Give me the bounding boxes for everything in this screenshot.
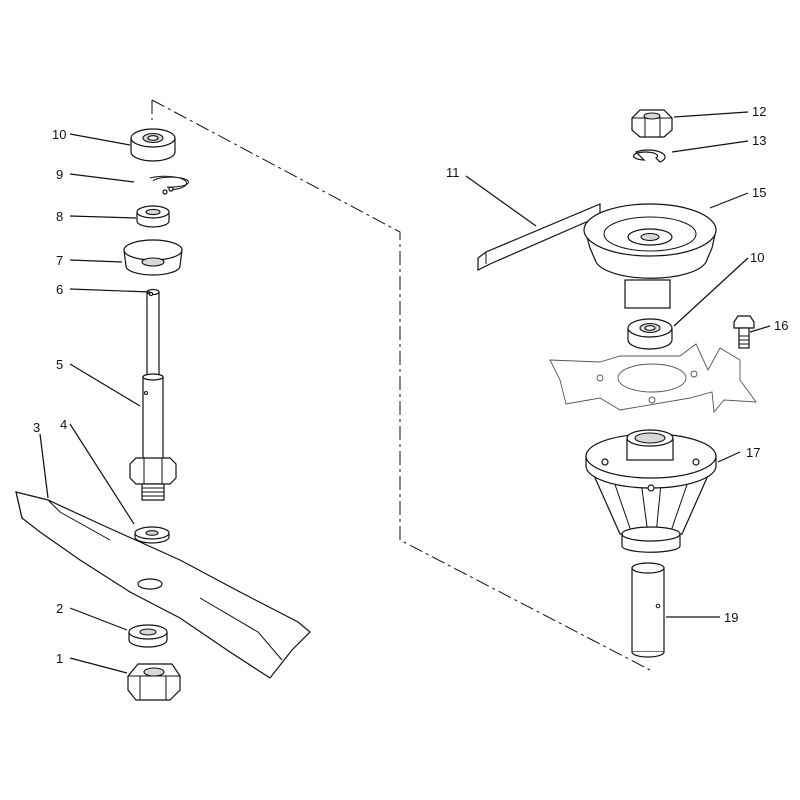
callout-19: 19	[724, 610, 738, 625]
callout-10-right: 10	[750, 250, 764, 265]
leader-lines	[39, 111, 771, 674]
callout-11: 11	[446, 165, 460, 180]
callout-16: 16	[774, 318, 788, 333]
mounting-bolt	[733, 315, 755, 349]
callout-13: 13	[752, 133, 766, 148]
callout-5: 5	[56, 357, 63, 372]
snap-ring	[149, 175, 190, 195]
callout-4: 4	[60, 417, 67, 432]
hex-nut-right	[631, 109, 673, 138]
deck-plate	[549, 343, 757, 414]
assembly-centerline	[151, 99, 651, 671]
callout-1: 1	[56, 651, 63, 666]
lock-washer	[632, 149, 666, 163]
callout-6: 6	[56, 282, 63, 297]
cup-washer	[123, 239, 183, 276]
callout-3: 3	[33, 420, 40, 435]
callout-15: 15	[752, 185, 766, 200]
washer-small	[134, 526, 170, 544]
spindle-shaft	[129, 288, 177, 501]
spacer	[136, 205, 170, 228]
callout-9: 9	[56, 167, 63, 182]
bearing-right	[627, 318, 673, 350]
lower-spacer	[128, 624, 168, 648]
tube-spacer	[631, 562, 665, 658]
callout-2: 2	[56, 601, 63, 616]
mower-blade	[15, 491, 311, 679]
spindle-housing	[585, 429, 717, 553]
bearing-left	[130, 128, 176, 162]
hex-nut-left	[127, 663, 181, 701]
pulley	[583, 203, 717, 309]
drive-key	[477, 203, 601, 271]
callout-10-left: 10	[52, 127, 66, 142]
callout-7: 7	[56, 253, 63, 268]
callout-labels: 10 9 8 7 6 5 4 3 2 1 11 12 13 15 10 16 1…	[33, 104, 788, 666]
callout-12: 12	[752, 104, 766, 119]
callout-8: 8	[56, 209, 63, 224]
callout-17: 17	[746, 445, 760, 460]
